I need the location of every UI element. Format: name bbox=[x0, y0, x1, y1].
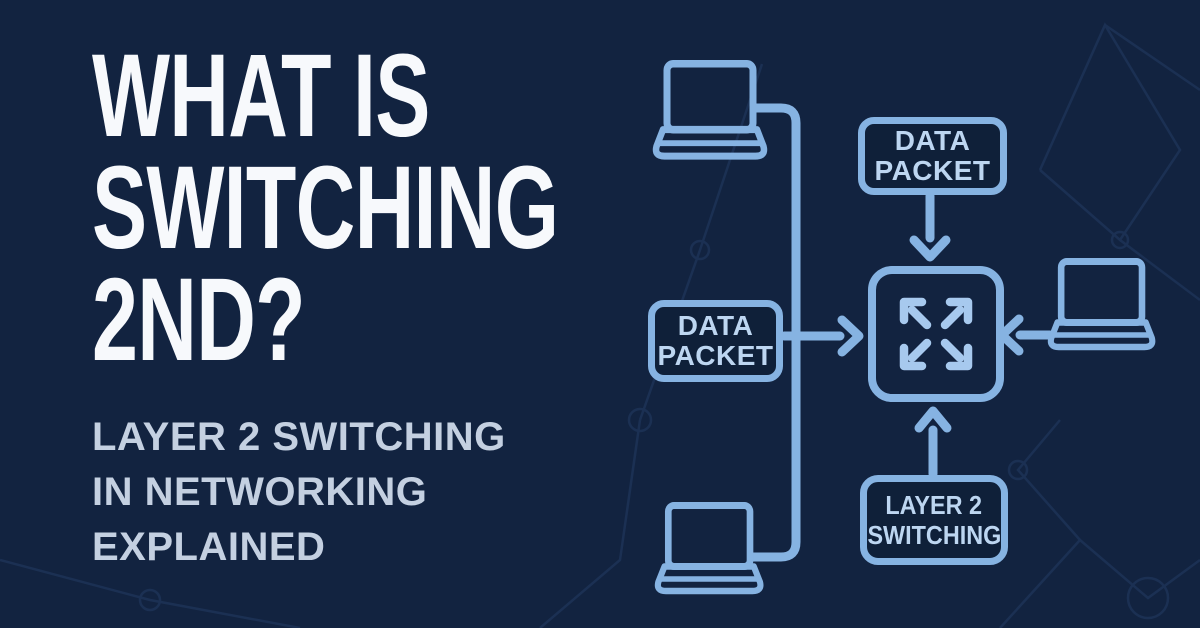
page-title: WHAT IS SWITCHING 2ND? bbox=[92, 30, 559, 386]
switch-arrow-ne bbox=[940, 297, 973, 330]
subtitle-line-3: EXPLAINED bbox=[92, 525, 326, 569]
mesh-line bbox=[1119, 239, 1200, 301]
laptop-bottom-left-icon bbox=[658, 506, 761, 592]
arrow-right-left-packet bbox=[779, 315, 864, 357]
data-packet-left-label-line-2: PACKET bbox=[657, 340, 774, 371]
arrow-up-layer2 bbox=[914, 406, 952, 479]
layer2-label-line-2: SWITCHING bbox=[867, 520, 1001, 550]
arrow-down-top-packet bbox=[909, 191, 951, 262]
layer2-switching-box: LAYER 2 SWITCHING bbox=[860, 475, 1008, 565]
subtitle-line-1: LAYER 2 SWITCHING bbox=[92, 415, 506, 459]
data-packet-top-label-line-2: PACKET bbox=[874, 155, 991, 186]
data-packet-left-label-line-1: DATA bbox=[677, 310, 754, 341]
mesh-line bbox=[999, 538, 1200, 628]
title-line-3: 2ND? bbox=[92, 254, 306, 386]
laptop-right-icon bbox=[1051, 262, 1152, 348]
switch-arrow-nw bbox=[899, 297, 932, 330]
mesh-node bbox=[1126, 576, 1170, 620]
switch-box bbox=[868, 266, 1004, 402]
switch-arrow-sw bbox=[899, 338, 932, 371]
data-packet-box-left: DATA PACKET bbox=[648, 300, 783, 382]
data-packet-top-label-line-1: DATA bbox=[894, 125, 971, 156]
laptop-top-left-icon bbox=[656, 64, 764, 156]
title-line-2: SWITCHING bbox=[92, 142, 559, 274]
arrow-left-right-laptop bbox=[997, 314, 1055, 356]
title-line-1: WHAT IS bbox=[92, 30, 430, 162]
layer2-label-line-1: LAYER 2 bbox=[885, 490, 983, 520]
page-subtitle: LAYER 2 SWITCHING IN NETWORKING EXPLAINE… bbox=[92, 410, 506, 575]
mesh-line bbox=[1038, 22, 1182, 242]
mesh-node bbox=[627, 407, 653, 433]
switch-arrow-se bbox=[940, 338, 973, 371]
data-packet-box-top: DATA PACKET bbox=[858, 117, 1007, 195]
mesh-line bbox=[1104, 23, 1200, 92]
mesh-node bbox=[1007, 459, 1029, 481]
mesh-node bbox=[138, 588, 162, 612]
mesh-line bbox=[0, 558, 301, 628]
mesh-line bbox=[539, 419, 642, 628]
mesh-line bbox=[1016, 419, 1081, 541]
mesh-node bbox=[1110, 230, 1130, 250]
mesh-node bbox=[689, 239, 711, 261]
switch-crossing-arrows-icon bbox=[868, 266, 1004, 402]
subtitle-line-2: IN NETWORKING bbox=[92, 470, 428, 514]
